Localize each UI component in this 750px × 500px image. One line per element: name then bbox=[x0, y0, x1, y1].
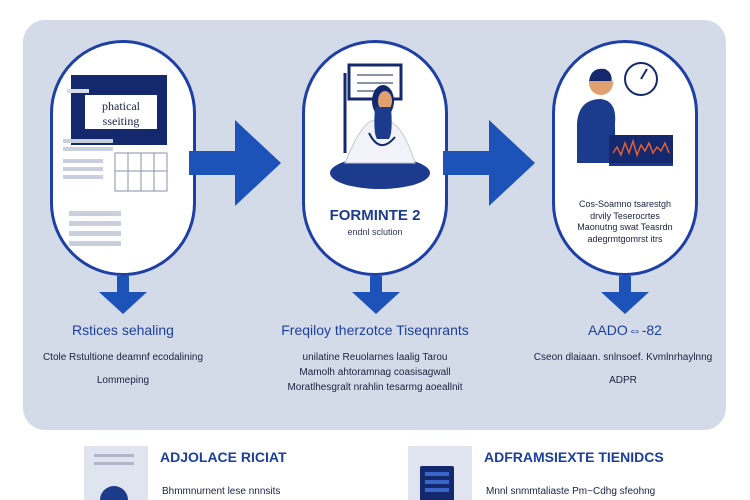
bottom-left-text: Bhmmnurnent lese nnnsits bbox=[162, 486, 281, 497]
stage-2-caption-line: unilatine Reuolarnes laalig Tarou bbox=[302, 352, 448, 363]
stage-2-caption-line: Mamolh ahtoramnag coasisagwall bbox=[299, 367, 451, 378]
bottom-right-text: Mnnl snmmtaliaste Pm~Cdhg sfeohng bbox=[486, 486, 656, 497]
stage-3-pill: Cos-Soamno tsarestgh drvily Teserocrtes … bbox=[552, 40, 698, 276]
arrow-right-icon bbox=[189, 120, 281, 206]
stage-1-caption-line: Lommeping bbox=[96, 375, 150, 386]
stage-1-caption-line: Ctole Rstultione deamnf ecodalining bbox=[42, 352, 204, 363]
stage-3-caption-title: AADO⇔-82 bbox=[588, 322, 662, 338]
stage-3-caption-line: Cseon dlaiaan. snlnsoef. Kvmlnrhaylnng bbox=[533, 352, 713, 363]
stage-1-caption-title: Rstices sehaling bbox=[72, 322, 174, 338]
doctor-with-monitor-icon bbox=[330, 63, 430, 189]
arrow-right-icon bbox=[443, 120, 535, 206]
arrow-down-icon bbox=[99, 276, 147, 314]
bottom-right-title: ADFRAMSIEXTE TIENIDCS bbox=[484, 449, 664, 465]
screen-label: phatical sseiting bbox=[102, 99, 140, 128]
arrow-down-icon bbox=[601, 276, 649, 314]
stage-2-pill: FORMINTE 2 endnl sclution bbox=[302, 40, 448, 276]
document-card-icon bbox=[84, 446, 148, 500]
stage-2-caption-line: Moratlhesgralt nrahlin tesarmg aoeallnit bbox=[287, 382, 463, 393]
stage-2-subtitle: endnl sclution bbox=[347, 227, 403, 237]
person-at-monitor-with-clock-icon bbox=[577, 62, 673, 166]
stage-2-title: FORMINTE 2 bbox=[329, 207, 421, 224]
stage-3-notes: Cos-Soamno tsarestgh drvily Teserocrtes … bbox=[577, 199, 673, 244]
tablet-icon bbox=[408, 446, 472, 500]
stage-1-pill: phatical sseiting bbox=[50, 40, 196, 276]
arrow-down-icon bbox=[352, 276, 400, 314]
stage-3-caption-line: ADPR bbox=[609, 375, 637, 386]
stage-2-caption-title: Freqiloy therzotce Tiseqnrants bbox=[281, 322, 469, 338]
bottom-left-title: ADJOLACE RICIAT bbox=[160, 449, 287, 465]
document-with-chart-icon bbox=[63, 75, 168, 246]
